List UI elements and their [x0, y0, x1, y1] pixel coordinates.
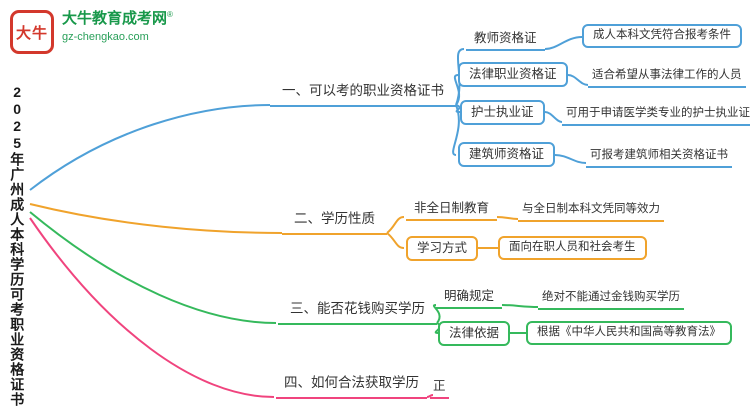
site-name: 大牛教育成考网® [62, 10, 173, 27]
branch2-item1-desc: 与全日制本科文凭同等效力 [518, 200, 664, 222]
branch4-item1-label: 正 [430, 376, 449, 400]
branch3-item1-desc: 绝对不能通过金钱购买学历 [538, 288, 684, 310]
bull-logo-icon: 大牛 [10, 10, 54, 54]
connector-b3-item1-desc [501, 304, 539, 308]
branch1-item4-label: 建筑师资格证 [458, 142, 556, 168]
branch3-item1-label: 明确规定 [436, 286, 503, 310]
branch1-item4-desc: 可报考建筑师相关资格证书 [586, 146, 732, 168]
branch2-item2-desc: 面向在职人员和社会考生 [498, 236, 647, 260]
connector-b2-item1 [386, 216, 405, 234]
connector-b1-item2-desc [567, 74, 589, 86]
trademark-symbol: ® [167, 10, 173, 19]
branch1-item3-desc: 可用于申请医学类专业的护士执业证 [562, 104, 750, 126]
branch3-label: 三、能否花钱购买学历 [278, 300, 437, 325]
branch1-label: 一、可以考的职业资格证书 [270, 82, 456, 107]
connector-b1-item1-desc [544, 36, 583, 50]
connector-root-branch4 [29, 217, 275, 398]
branch2-label: 二、学历性质 [282, 210, 387, 235]
connector-b2-item2 [386, 232, 405, 249]
branch3-item2-desc: 根据《中华人民共和国高等教育法》 [526, 321, 732, 345]
root-topic: 2025年广州成人本科学历可考职业资格证书 [9, 84, 26, 407]
connector-b1-item3-desc [544, 111, 563, 123]
branch3-item2-label: 法律依据 [438, 321, 511, 347]
branch1-item1-label: 教师资格证 [466, 28, 545, 52]
logo-icon-text: 大牛 [15, 24, 48, 42]
logo-text-block: 大牛教育成考网® gz-chengkao.com [62, 10, 173, 43]
connector-root-branch1 [29, 104, 271, 191]
branch1-item3-label: 护士执业证 [460, 100, 545, 126]
connector-root-branch2 [29, 203, 283, 234]
site-logo: 大牛 大牛教育成考网® gz-chengkao.com [10, 10, 173, 54]
branch1-item2-label: 法律职业资格证 [458, 62, 568, 88]
site-domain: gz-chengkao.com [62, 31, 149, 43]
branch2-item2-label: 学习方式 [406, 236, 479, 262]
branch4-label: 四、如何合法获取学历 [276, 374, 427, 399]
connector-b1-item4-desc [554, 154, 587, 164]
branch1-item2-desc: 适合希望从事法律工作的人员 [588, 66, 746, 88]
connector-root-branch3 [29, 211, 277, 324]
branch2-item1-label: 非全日制教育 [406, 198, 498, 222]
branch1-item1-desc: 成人本科文凭符合报考条件 [582, 24, 742, 48]
connector-b2-item1-desc [496, 216, 519, 220]
